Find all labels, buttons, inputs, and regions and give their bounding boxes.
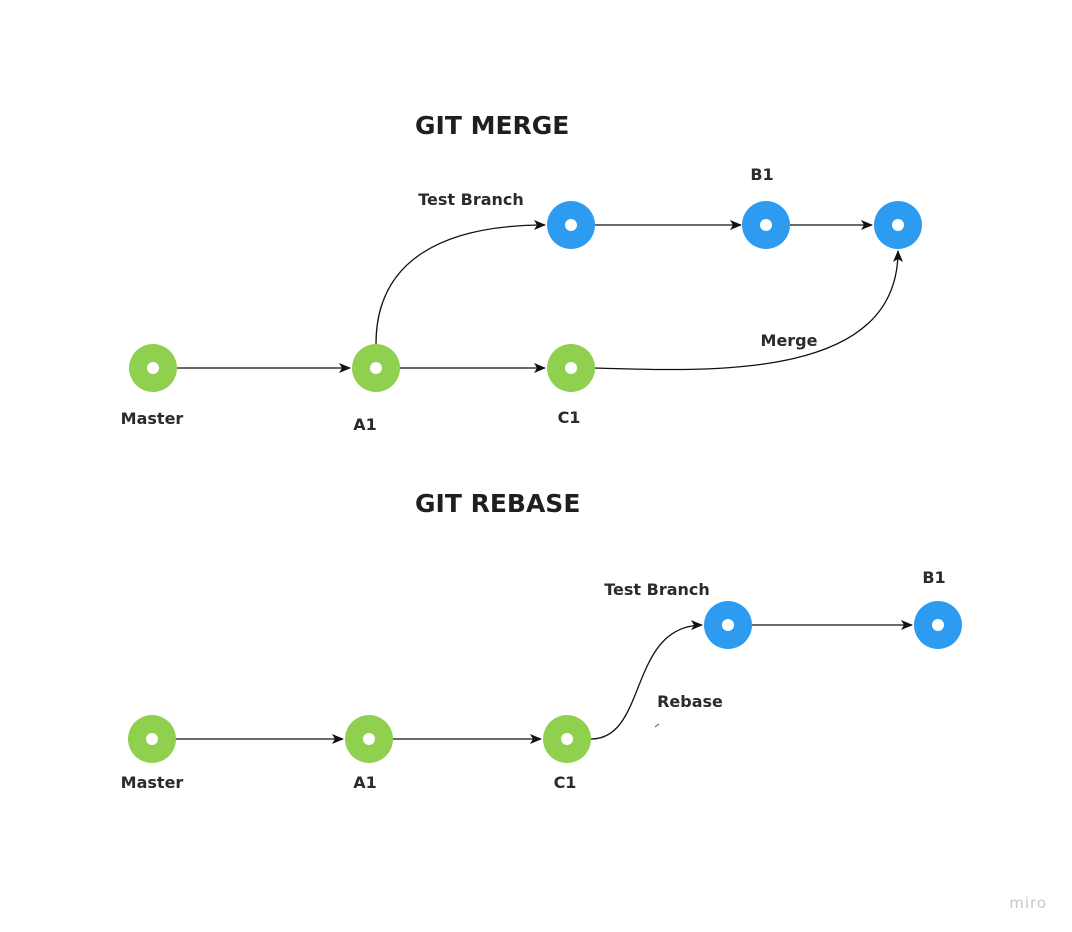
rebase-commit-c1 [543,715,591,763]
merge-label-action: Merge [761,331,818,350]
rebase-label-master: Master [121,773,184,792]
merge-title: GIT MERGE [415,111,569,140]
merge-label-c1: C1 [558,408,581,427]
rebase-label-b1: B1 [922,568,945,587]
rebase-commit-master [128,715,176,763]
merge-commit-master [129,344,177,392]
rebase-label-c1: C1 [554,773,577,792]
rebase-commit-branch [704,601,752,649]
merge-commit-c1 [547,344,595,392]
merge-label-a1: A1 [353,415,377,434]
rebase-label-branch: Test Branch [604,580,710,599]
miro-watermark: miro [1009,894,1047,912]
merge-commit-b1 [742,201,790,249]
merge-commit-branch [547,201,595,249]
merge-diagram: GIT MERGE [121,111,922,434]
rebase-commit-b1 [914,601,962,649]
merge-label-b1: B1 [750,165,773,184]
merge-edge-c1-mergecommit [593,250,903,371]
merge-commit-a1 [352,344,400,392]
rebase-label-a1: A1 [353,773,377,792]
rebase-edge-c1-branch [590,620,703,740]
merge-label-branch: Test Branch [418,190,524,209]
merge-commit-merged [874,201,922,249]
rebase-label-action: Rebase [657,692,723,711]
rebase-diagram: GIT REBASE Master A1 C1 [121,489,962,792]
merge-label-master: Master [121,409,184,428]
rebase-title: GIT REBASE [415,489,580,518]
merge-edge-a1-branch [375,220,546,345]
rebase-commit-a1 [345,715,393,763]
rebase-stray-mark [654,723,660,728]
